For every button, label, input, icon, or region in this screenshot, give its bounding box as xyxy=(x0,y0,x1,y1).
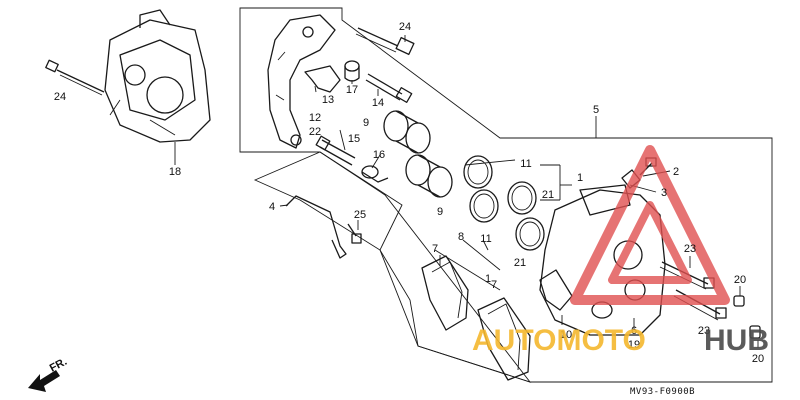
direction-label: FR. xyxy=(48,356,69,375)
dust-seal-icon xyxy=(515,217,545,251)
callout: 22 xyxy=(309,126,321,138)
callout: 15 xyxy=(348,133,360,145)
callout: 2 xyxy=(673,166,679,178)
callout: 4 xyxy=(269,201,275,213)
pad-spring-icon xyxy=(539,269,573,311)
slide-pin-icon xyxy=(365,73,413,103)
callout: 21 xyxy=(542,189,554,201)
callout: 11 xyxy=(520,158,531,170)
callout: 20 xyxy=(734,274,746,286)
callout: 1 xyxy=(485,273,491,285)
callout: 23 xyxy=(698,325,710,337)
callout: 1 xyxy=(577,172,583,184)
callout: 24 xyxy=(54,91,66,103)
pad-clip-icon xyxy=(304,65,341,93)
callout: 18 xyxy=(169,166,181,178)
brake-pad-icon xyxy=(477,297,531,381)
pad-group-outline xyxy=(253,151,532,383)
callout: 19 xyxy=(628,339,640,351)
callout: 7 xyxy=(491,279,497,291)
callout: 12 xyxy=(309,112,321,124)
brake-pad-icon xyxy=(421,255,469,331)
callout: 10 xyxy=(560,329,572,341)
piston-seal-icon xyxy=(463,155,493,189)
callout: 20 xyxy=(752,353,764,365)
callout: 3 xyxy=(661,187,667,199)
caliper-bracket-icon xyxy=(267,14,336,149)
watermark-triangle xyxy=(570,145,730,305)
callout: 5 xyxy=(593,104,599,116)
callout: 16 xyxy=(373,149,385,161)
pad-pin-icon xyxy=(285,195,347,259)
bolt-cap-icon xyxy=(749,325,761,339)
callout: 9 xyxy=(363,117,369,129)
callout: 9 xyxy=(437,206,443,218)
slide-pin-icon xyxy=(315,135,356,166)
callout: 25 xyxy=(354,209,366,221)
caliper-assembly-icon xyxy=(104,9,211,143)
bolt-cap-icon xyxy=(733,295,745,307)
callout: 13 xyxy=(322,94,334,106)
piston-seal-icon xyxy=(469,189,499,223)
boot-icon xyxy=(344,60,360,82)
boot-icon xyxy=(361,165,389,183)
pin-clip-icon xyxy=(347,223,362,244)
callout: 6 xyxy=(631,325,637,337)
diagram-code: MV93-F0900B xyxy=(630,387,695,397)
callout: 11 xyxy=(480,233,491,245)
front-direction-arrow: FR. xyxy=(28,356,69,392)
watermark-text: HUB xyxy=(704,324,769,357)
callout-numbers: 24 24 18 12 13 22 17 14 9 15 16 11 11 21… xyxy=(54,21,764,365)
piston-icon xyxy=(383,110,431,154)
callout: 14 xyxy=(372,97,384,109)
callout: 24 xyxy=(399,21,411,33)
callout: 7 xyxy=(432,243,438,255)
piston-icon xyxy=(405,154,453,198)
callout: 8 xyxy=(458,231,464,243)
callout: 17 xyxy=(346,84,358,96)
callout: 21 xyxy=(514,257,526,269)
watermark-text: AUTOMOTO xyxy=(472,324,646,357)
bolt-icon xyxy=(355,27,415,56)
watermark: AUTOMOTO HUB xyxy=(472,324,769,357)
bolt-icon xyxy=(45,59,105,96)
callout: 23 xyxy=(684,243,696,255)
dust-seal-icon xyxy=(507,181,537,215)
